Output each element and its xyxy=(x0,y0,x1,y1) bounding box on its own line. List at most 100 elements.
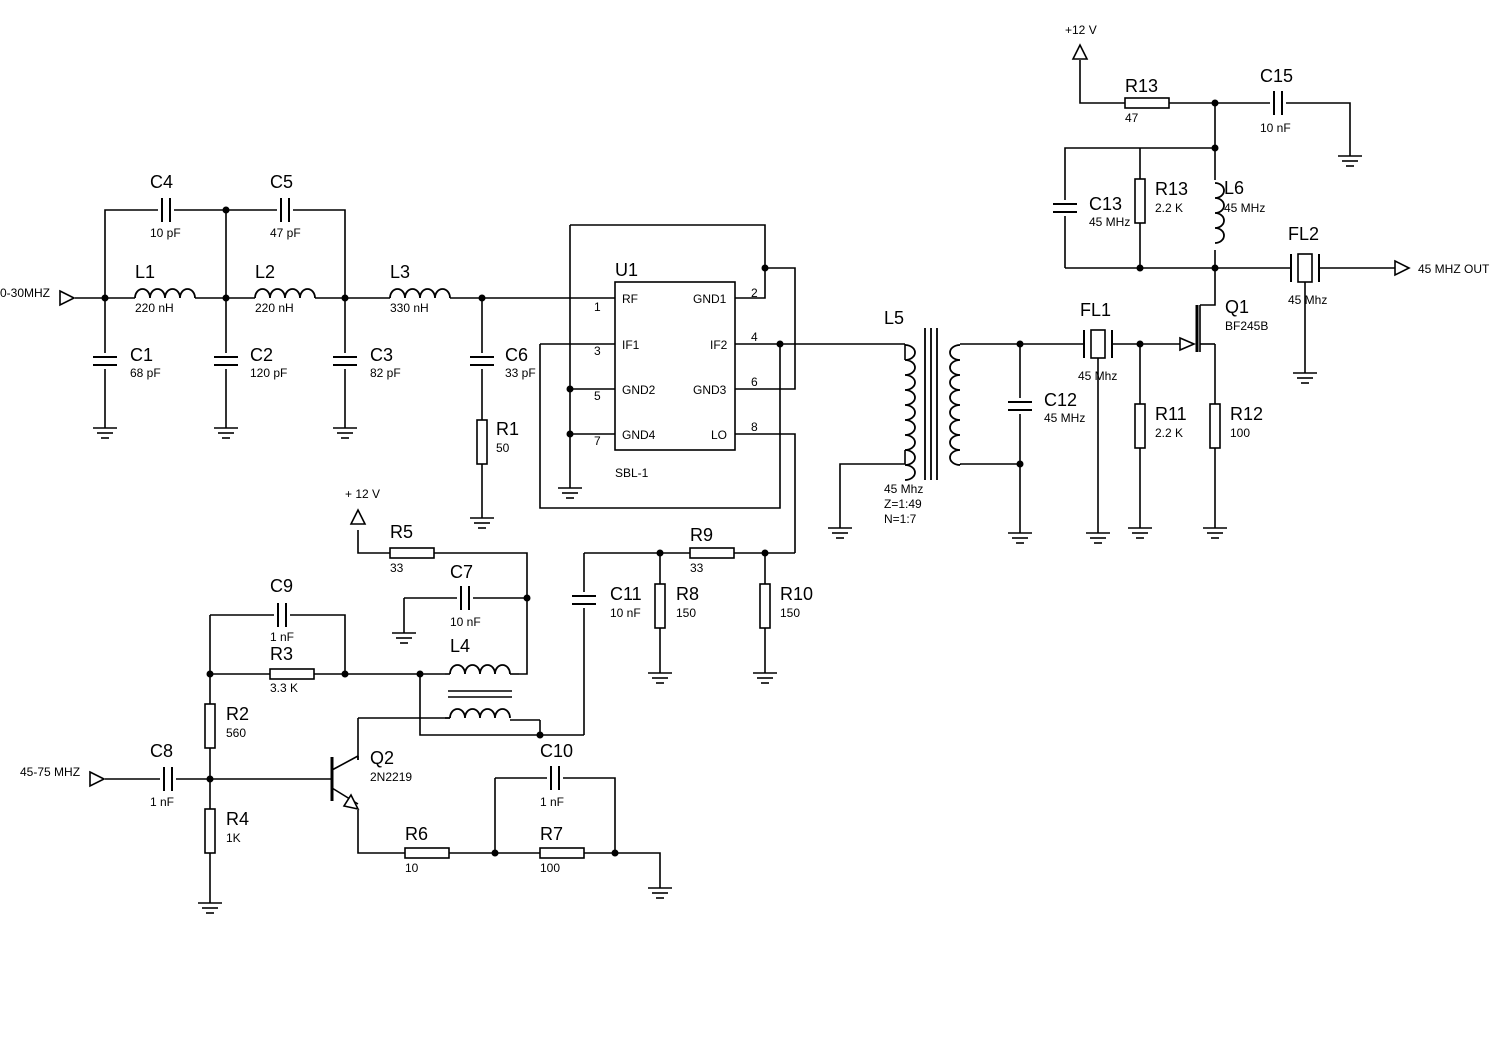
ground-symbol xyxy=(557,479,583,499)
junction xyxy=(1136,340,1144,348)
pin-label: RF xyxy=(622,292,638,306)
supply-arrow-icon xyxy=(350,509,366,525)
junction xyxy=(222,206,230,214)
value-label: 220 nH xyxy=(255,301,294,315)
if-output-port: 45 MHZ OUT xyxy=(1394,260,1490,276)
capacitor-c3: C3 82 pF xyxy=(332,345,401,380)
value-label: 330 nH xyxy=(390,301,429,315)
ref-label: C12 xyxy=(1044,390,1077,410)
ref-label: C1 xyxy=(130,345,153,365)
capacitor-c1: C1 68 pF xyxy=(92,345,161,380)
ref-label: R7 xyxy=(540,824,563,844)
pin-label: GND1 xyxy=(693,292,727,306)
ref-label: L1 xyxy=(135,262,155,282)
ground-symbol xyxy=(1202,519,1228,539)
resistor-r13-bias: R13 2.2 K xyxy=(1134,178,1188,224)
value-label: 45 MHz xyxy=(1224,201,1265,215)
rf-input-port: 0-30MHZ xyxy=(0,286,75,306)
junction xyxy=(478,294,486,302)
value-label: 2.2 K xyxy=(1155,201,1183,215)
junction xyxy=(761,264,769,272)
resistor-r3: R3 3.3 K xyxy=(269,644,315,695)
ref-label: C13 xyxy=(1089,194,1122,214)
capacitor-c10: C10 1 nF xyxy=(540,741,573,809)
pin-number: 8 xyxy=(751,420,758,434)
value-label: 10 nF xyxy=(610,606,641,620)
ground-symbol xyxy=(1292,364,1318,384)
junction xyxy=(566,385,574,393)
wires xyxy=(75,60,1395,895)
value-label: 150 xyxy=(780,606,800,620)
value-label: 560 xyxy=(226,726,246,740)
ref-label: C6 xyxy=(505,345,528,365)
ref-label: C15 xyxy=(1260,66,1293,86)
pin-number: 7 xyxy=(594,434,601,448)
resistor-r12: R12 100 xyxy=(1209,403,1263,449)
junction xyxy=(341,294,349,302)
supply-label: +12 V xyxy=(1065,23,1097,37)
junction xyxy=(611,849,619,857)
value-label: 1 nF xyxy=(540,795,564,809)
inductor-l2: L2 220 nH xyxy=(254,262,316,315)
ref-label: C10 xyxy=(540,741,573,761)
value-label: 10 nF xyxy=(1260,121,1291,135)
junction xyxy=(1211,144,1219,152)
value-label: 2.2 K xyxy=(1155,426,1183,440)
crystal-filter-fl1: FL1 45 Mhz xyxy=(1078,300,1117,383)
supply-label: + 12 V xyxy=(345,487,380,501)
ref-label: C11 xyxy=(610,584,642,604)
pin-number: 4 xyxy=(751,330,758,344)
pin-label: GND3 xyxy=(693,383,727,397)
ground-symbol xyxy=(332,419,358,439)
junctions xyxy=(101,99,1219,857)
capacitor-c8: C8 1 nF xyxy=(150,741,176,809)
junction xyxy=(1211,99,1219,107)
value-label: 1K xyxy=(226,831,241,845)
value-label: 33 pF xyxy=(505,366,536,380)
capacitor-c12: C12 45 MHz xyxy=(1007,390,1085,425)
resistor-r5: R5 33 xyxy=(389,522,435,575)
value-label: 220 nH xyxy=(135,301,174,315)
capacitor-c9: C9 1 nF xyxy=(270,576,294,644)
junction xyxy=(776,340,784,348)
capacitor-c7: C7 10 nF xyxy=(450,562,481,629)
junction xyxy=(523,594,531,602)
inductor-l6: L6 45 MHz xyxy=(1213,178,1265,247)
value-label: 2N2219 xyxy=(370,770,412,784)
junction xyxy=(1211,264,1219,272)
capacitor-c11: C11 10 nF xyxy=(571,584,642,620)
junction xyxy=(416,670,424,678)
pin-number: 5 xyxy=(594,389,601,403)
ref-label: U1 xyxy=(615,260,638,280)
ground-symbol xyxy=(827,519,853,539)
value-label: 10 xyxy=(405,861,419,875)
ground-symbol xyxy=(197,894,223,914)
ref-label: Q1 xyxy=(1225,297,1249,317)
ref-label: C8 xyxy=(150,741,173,761)
ref-label: Q2 xyxy=(370,748,394,768)
part-label: SBL-1 xyxy=(615,466,649,480)
transformer-l5: L5 45 Mhz Z=1:49 N=1:7 xyxy=(884,308,961,526)
ref-label: R11 xyxy=(1155,404,1187,424)
gate-arrow-icon xyxy=(1179,336,1197,352)
ref-label: C9 xyxy=(270,576,293,596)
junction xyxy=(222,294,230,302)
ref-label: R12 xyxy=(1230,404,1263,424)
ref-label: FL1 xyxy=(1080,300,1111,320)
crystal-filter-fl2: FL2 45 Mhz xyxy=(1288,224,1327,307)
value-label: 100 xyxy=(1230,426,1250,440)
emitter-arrow-icon xyxy=(342,793,360,811)
junction xyxy=(206,775,214,783)
ground-symbol xyxy=(1007,524,1033,544)
ground-symbol xyxy=(647,664,673,684)
junction xyxy=(1136,264,1144,272)
junction xyxy=(536,731,544,739)
capacitor-c15: C15 10 nF xyxy=(1260,66,1293,135)
ref-label: C7 xyxy=(450,562,473,582)
junction xyxy=(206,670,214,678)
ref-label: L6 xyxy=(1224,178,1244,198)
ref-label: L4 xyxy=(450,636,470,656)
resistor-r10: R10 150 xyxy=(759,583,813,629)
ref-label: R6 xyxy=(405,824,428,844)
value-label: BF245B xyxy=(1225,319,1268,333)
